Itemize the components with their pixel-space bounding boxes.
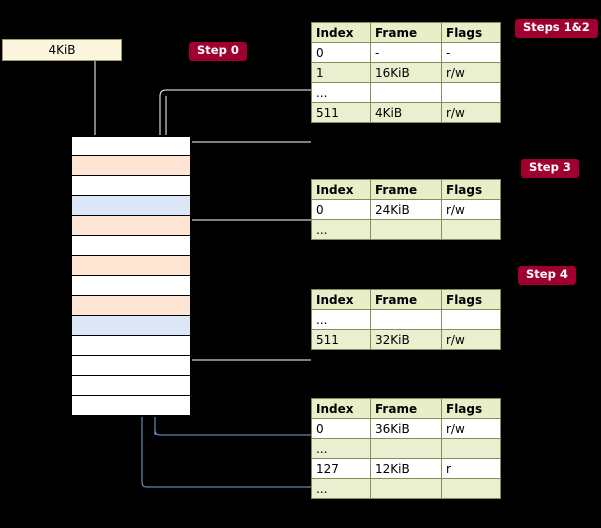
cell-index: ...	[311, 309, 371, 330]
cell-frame	[370, 219, 442, 240]
cell-flags: -	[441, 42, 501, 63]
header-frame: Frame	[370, 398, 442, 419]
cell-frame: 24KiB	[370, 199, 442, 220]
cell-frame	[370, 438, 442, 459]
header-index: Index	[311, 398, 371, 419]
step-3-badge: Step 3	[521, 159, 579, 178]
table-row: 511 32KiB r/w	[311, 329, 501, 350]
memory-row	[71, 396, 191, 416]
table-row: 511 4KiB r/w	[311, 102, 501, 123]
table-row: ...	[311, 219, 501, 240]
cell-index: 511	[311, 329, 371, 350]
memory-row	[71, 276, 191, 296]
cell-frame: 4KiB	[370, 102, 442, 123]
cell-index: ...	[311, 82, 371, 103]
cell-flags	[441, 82, 501, 103]
header-flags: Flags	[441, 289, 501, 310]
cell-flags: r/w	[441, 329, 501, 350]
cell-index: 0	[311, 42, 371, 63]
page-table-level3: Index Frame Flags 0 36KiB r/w ... 127 12…	[311, 398, 501, 499]
header-flags: Flags	[441, 179, 501, 200]
header-index: Index	[311, 179, 371, 200]
cell-index: 127	[311, 458, 371, 479]
table-header-row: Index Frame Flags	[311, 289, 501, 310]
table-row: 0 36KiB r/w	[311, 418, 501, 439]
cell-index: 1	[311, 62, 371, 83]
memory-row	[71, 156, 191, 176]
table-row: ...	[311, 309, 501, 330]
cell-frame	[370, 309, 442, 330]
header-frame: Frame	[370, 179, 442, 200]
memory-row	[71, 316, 191, 336]
memory-row	[71, 256, 191, 276]
page-4kib-box: 4KiB	[2, 39, 122, 61]
cell-index: 0	[311, 199, 371, 220]
memory-row	[71, 376, 191, 396]
table-row: ...	[311, 478, 501, 499]
cell-frame: 16KiB	[370, 62, 442, 83]
cell-index: 0	[311, 418, 371, 439]
cell-index: 511	[311, 102, 371, 123]
memory-row	[71, 296, 191, 316]
cell-frame: -	[370, 42, 442, 63]
cell-flags: r	[441, 458, 501, 479]
cell-frame: 36KiB	[370, 418, 442, 439]
cell-index: ...	[311, 219, 371, 240]
table-row: 127 12KiB r	[311, 458, 501, 479]
cell-index: ...	[311, 438, 371, 459]
table-header-row: Index Frame Flags	[311, 398, 501, 419]
cell-frame	[370, 478, 442, 499]
cell-flags	[441, 219, 501, 240]
memory-row	[71, 236, 191, 256]
table-row: 0 24KiB r/w	[311, 199, 501, 220]
header-frame: Frame	[370, 289, 442, 310]
header-index: Index	[311, 289, 371, 310]
header-frame: Frame	[370, 22, 442, 43]
memory-row	[71, 196, 191, 216]
step-4-badge: Step 4	[518, 266, 576, 285]
table-header-row: Index Frame Flags	[311, 22, 501, 43]
table-row: 1 16KiB r/w	[311, 62, 501, 83]
cell-index: ...	[311, 478, 371, 499]
header-flags: Flags	[441, 22, 501, 43]
steps-1-2-badge: Steps 1&2	[515, 19, 598, 38]
step-0-badge: Step 0	[189, 42, 247, 61]
cell-flags: r/w	[441, 102, 501, 123]
cell-flags: r/w	[441, 418, 501, 439]
page-table-level2: Index Frame Flags ... 511 32KiB r/w	[311, 289, 501, 350]
memory-row	[71, 176, 191, 196]
cell-frame	[370, 82, 442, 103]
cell-frame: 12KiB	[370, 458, 442, 479]
table-header-row: Index Frame Flags	[311, 179, 501, 200]
page-table-level0: Index Frame Flags 0 - - 1 16KiB r/w ... …	[311, 22, 501, 123]
table-row: ...	[311, 82, 501, 103]
header-index: Index	[311, 22, 371, 43]
memory-row	[71, 136, 191, 156]
cell-flags	[441, 438, 501, 459]
cell-flags	[441, 309, 501, 330]
table-row: ...	[311, 438, 501, 459]
physical-memory-column	[70, 135, 192, 417]
page-table-level1: Index Frame Flags 0 24KiB r/w ...	[311, 179, 501, 240]
memory-row	[71, 336, 191, 356]
cell-flags: r/w	[441, 199, 501, 220]
cell-frame: 32KiB	[370, 329, 442, 350]
memory-row	[71, 356, 191, 376]
header-flags: Flags	[441, 398, 501, 419]
table-row: 0 - -	[311, 42, 501, 63]
cell-flags	[441, 478, 501, 499]
cell-flags: r/w	[441, 62, 501, 83]
memory-row	[71, 216, 191, 236]
